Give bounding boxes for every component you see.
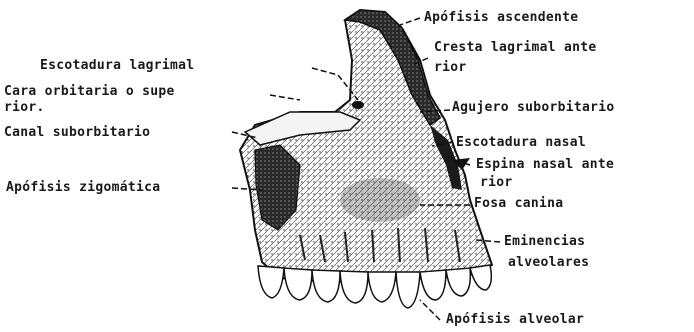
tooth — [284, 268, 312, 300]
tooth — [340, 271, 368, 303]
tooth — [368, 272, 396, 302]
tooth — [470, 265, 491, 290]
suborbital-foramen — [352, 101, 364, 109]
tooth — [396, 272, 420, 308]
label-cara-orbitaria-cont: rior. — [4, 100, 45, 116]
tooth — [420, 270, 446, 300]
tooth — [312, 270, 340, 302]
tooth — [446, 268, 470, 296]
label-espina-nasal: Espina nasal ante — [476, 157, 614, 173]
label-canal-suborbitario: Canal suborbitario — [4, 125, 150, 141]
leader-cara-orbitaria — [270, 95, 300, 100]
label-cara-orbitaria: Cara orbitaria o supe — [4, 84, 175, 100]
label-apofisis-ascendente: Apófisis ascendente — [424, 10, 578, 26]
label-escotadura-nasal: Escotadura nasal — [456, 135, 586, 151]
label-apofisis-cigomatica: Apófisis zigomática — [6, 180, 160, 196]
label-eminencias-cont: alveolares — [508, 255, 589, 271]
label-espina-nasal-cont: rior — [480, 175, 513, 191]
tooth — [258, 266, 284, 298]
label-eminencias: Eminencias — [504, 234, 585, 250]
label-agujero-suborbitario: Agujero suborbitario — [452, 100, 615, 116]
label-apofisis-alveolar: Apófisis alveolar — [446, 312, 584, 328]
label-cresta-lagrimal: Cresta lagrimal ante — [434, 40, 597, 56]
leader-apofisis-ascendente — [400, 18, 420, 25]
label-fosa-canina: Fosa canina — [474, 196, 563, 212]
teeth-row — [258, 265, 491, 308]
label-escotadura-lagrimal: Escotadura lagrimal — [40, 58, 194, 74]
label-cresta-lagrimal-cont: rior — [434, 60, 467, 76]
leader-apofisis-alveolar — [420, 300, 440, 320]
canine-fossa — [340, 178, 420, 222]
